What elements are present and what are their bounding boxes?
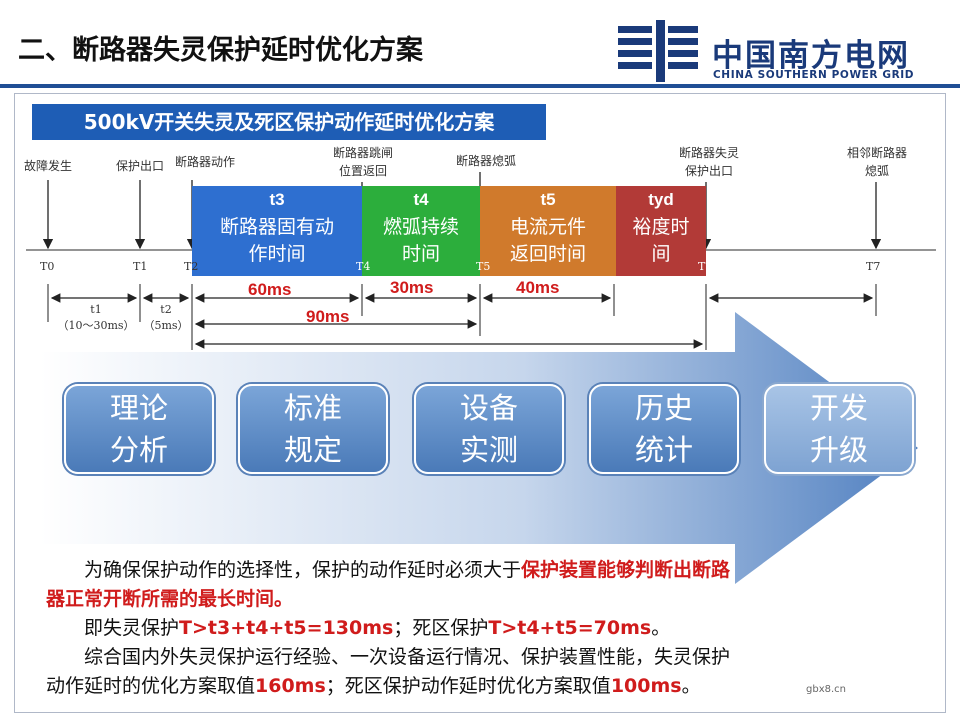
tick-t0: T0 <box>40 260 55 273</box>
event-adjacent-extinct: 相邻断路器熄弧 <box>846 146 907 178</box>
event-arc-extinct: 断路器熄弧 <box>455 154 516 168</box>
duration-t5: 40ms <box>516 278 560 297</box>
step-device-test: 设备实测 <box>414 384 564 474</box>
header-rule <box>0 84 960 88</box>
event-fault: 故障发生 <box>23 159 72 173</box>
content-frame <box>14 93 946 713</box>
segment-tyd: tyd 裕度时 间 <box>616 186 706 276</box>
csg-logo-icon <box>616 20 700 82</box>
tick-t6: T6 <box>698 260 713 273</box>
event-protection-trip: 保护出口 <box>115 159 164 173</box>
duration-t3-t4: 90ms <box>306 307 350 326</box>
step-history-stats: 历史统计 <box>589 384 739 474</box>
t2-label: t2（5ms） <box>143 303 189 332</box>
segment-t3: t3 断路器固有动 作时间 <box>192 186 362 276</box>
duration-t3: 60ms <box>248 280 292 299</box>
duration-t4: 30ms <box>390 278 434 297</box>
section-banner: 500kV开关失灵及死区保护动作延时优化方案 <box>32 104 546 140</box>
t1-label: t1（10～30ms） <box>57 303 135 332</box>
event-breaker-action: 断路器动作 <box>174 155 235 169</box>
segment-t5: t5 电流元件 返回时间 <box>480 186 616 276</box>
tick-t5: T5 <box>476 260 491 273</box>
tick-t4: T4 <box>356 260 371 273</box>
watermark: gbx8.cn <box>806 684 846 695</box>
event-bf-trip: 断路器失灵保护出口 <box>678 146 739 178</box>
logo-english: CHINA SOUTHERN POWER GRID <box>713 69 915 81</box>
step-theory-analysis: 理论分析 <box>64 384 214 474</box>
step-standard-rules: 标准规定 <box>238 384 388 474</box>
step-develop-upgrade: 开发升级 <box>764 384 914 474</box>
tick-t2: T2 <box>184 260 199 273</box>
tick-t1: T1 <box>133 260 148 273</box>
segment-t4: t4 燃弧持续 时间 <box>362 186 480 276</box>
event-breaker-open: 断路器跳闸位置返回 <box>332 146 393 178</box>
paragraph-1: 为确保保护动作的选择性，保护的动作延时必须大于保护装置能够判断出断路 器正常开断… <box>46 559 731 610</box>
page-title: 二、断路器失灵保护延时优化方案 <box>18 35 423 66</box>
tick-t7: T7 <box>866 260 881 273</box>
paragraph-3: 综合国内外失灵保护运行经验、一次设备运行情况、保护装置性能，失灵保护 动作延时的… <box>46 646 731 697</box>
paragraph-2: 即失灵保护T>t3+t4+t5=130ms；死区保护T>t4+t5=70ms。 <box>84 617 671 639</box>
logo-chinese: 中国南方电网 <box>712 38 910 74</box>
